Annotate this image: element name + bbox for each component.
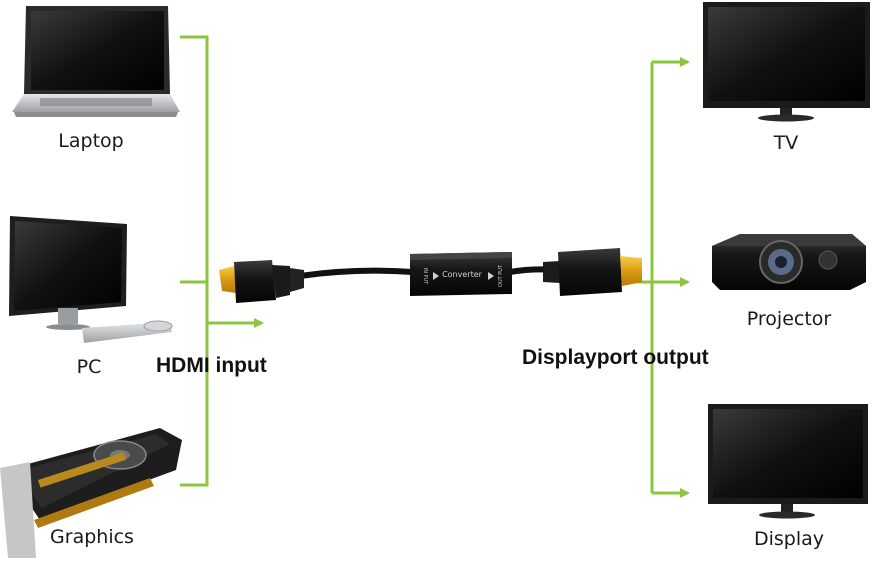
- tv-icon: [703, 2, 870, 122]
- input-label-pc: PC: [76, 356, 102, 378]
- displayport-plug-icon: [543, 248, 642, 296]
- projector-icon: [712, 234, 866, 290]
- output-label-tv: TV: [773, 132, 799, 154]
- output-label-display: Display: [753, 528, 825, 550]
- input-label-laptop: Laptop: [58, 130, 124, 152]
- desktop-pc-icon: [9, 216, 173, 343]
- monitor-icon: [708, 404, 868, 519]
- converter-output-tag: OUT PUT: [498, 264, 504, 287]
- laptop-icon: [12, 6, 180, 117]
- converter-input-tag: IN PUT: [422, 268, 428, 285]
- displayport-output-caption: Displayport output: [522, 346, 709, 369]
- converter-box: Converter IN PUT OUT PUT: [410, 252, 512, 296]
- hdmi-to-displayport-cable: Converter IN PUT OUT PUT: [219, 248, 642, 303]
- converter-label: Converter: [442, 270, 483, 279]
- input-connector-lines: [180, 35, 264, 487]
- hdmi-plug-icon: [219, 260, 304, 303]
- graphics-card-icon: [0, 428, 182, 558]
- output-label-projector: Projector: [746, 308, 832, 330]
- hdmi-input-caption: HDMI input: [156, 354, 267, 377]
- play-arrow-icon: [433, 272, 439, 280]
- play-arrow-icon: [488, 272, 494, 280]
- input-label-graphics: Graphics: [50, 526, 134, 548]
